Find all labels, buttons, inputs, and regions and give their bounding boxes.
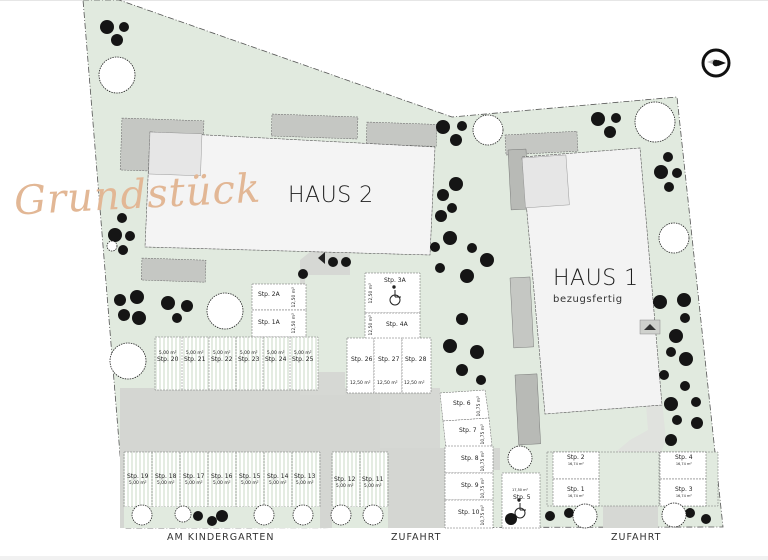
bottom-border — [0, 556, 768, 560]
haus2-terrace — [148, 131, 203, 176]
parking-7: Stp. 7 — [459, 427, 477, 434]
parking-4a: Stp. 4A — [386, 321, 408, 328]
haus1-entrance-arrow — [644, 324, 656, 330]
street-zufahrt-east: ZUFAHRT — [611, 532, 662, 543]
parking-5: Stp. 5 — [513, 494, 531, 501]
haus1-annex-w2 — [509, 276, 534, 349]
parking-7-area: 10,75 m² — [481, 424, 486, 445]
parking-4a-area: 12,50 m² — [369, 315, 374, 336]
parking-28-area: 12,50 m² — [404, 381, 425, 386]
haus2-annex-n2 — [365, 121, 438, 147]
parking-5-area: 17,50 m² — [512, 488, 528, 492]
trees-leafy — [98, 56, 690, 529]
parking-6: Stp. 6 — [453, 400, 471, 407]
haus2-annex-n1 — [270, 113, 359, 140]
parking-26: Stp. 26 — [351, 356, 373, 363]
parking-3a: Stp. 3A — [384, 277, 406, 284]
parking-27-area: 12,50 m² — [377, 381, 398, 386]
wheelchair-icon-3a — [389, 285, 401, 306]
parking-8-area: 10,75 m² — [481, 451, 486, 472]
access-path-haus2 — [300, 248, 440, 448]
parking-3a-area: 12,50 m² — [369, 283, 374, 304]
parking-26-area: 12,50 m² — [350, 381, 371, 386]
parking-28: Stp. 28 — [405, 356, 427, 363]
parking-10: Stp. 10 — [458, 509, 480, 516]
parking-1a: Stp. 1A — [258, 319, 280, 326]
wheelchair-icon-5 — [514, 498, 526, 519]
street-zufahrt-middle: ZUFAHRT — [391, 532, 442, 543]
parking-8: Stp. 8 — [461, 455, 479, 462]
parking-9: Stp. 9 — [461, 482, 479, 489]
parking-1a-area: 12,50 m² — [292, 313, 297, 334]
parking-10-area: 10,75 m² — [481, 505, 486, 526]
parking-6-area: 10,75 m² — [477, 396, 482, 417]
haus1-footprint — [521, 147, 663, 415]
top-border — [0, 0, 768, 1]
haus2-footprint — [144, 131, 436, 256]
street-am-kindergarten: AM KINDERGARTEN — [167, 532, 275, 543]
haus2-annex-sw — [140, 257, 207, 283]
haus1-annex-w3 — [514, 373, 541, 446]
haus1-status: bezugsfertig — [553, 294, 623, 305]
haus1-terrace — [521, 154, 570, 209]
parking-9-area: 10,75 m² — [481, 478, 486, 499]
haus2-label: HAUS 2 — [288, 183, 374, 208]
compass-north-icon — [701, 48, 731, 78]
parking-27: Stp. 27 — [378, 356, 400, 363]
trees-dark — [100, 20, 711, 526]
haus1-label: HAUS 1 — [553, 266, 639, 291]
haus2-entrance-arrow — [318, 252, 325, 264]
parking-2a-area: 12,50 m² — [292, 287, 297, 308]
parking-2a: Stp. 2A — [258, 291, 280, 298]
